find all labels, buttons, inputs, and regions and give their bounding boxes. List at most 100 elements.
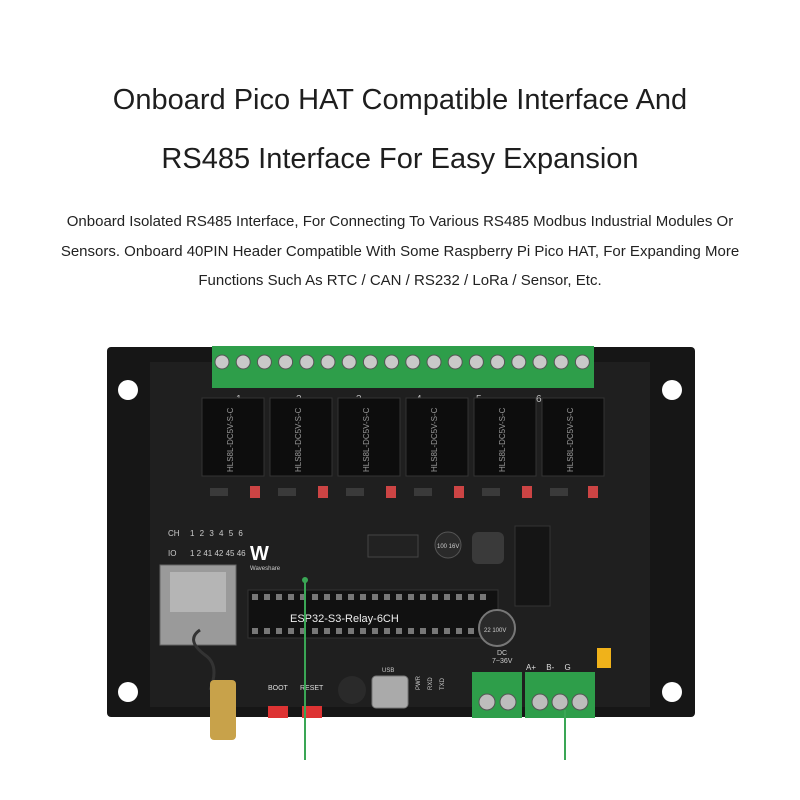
reset-button[interactable] (302, 706, 322, 718)
header-pin (276, 594, 282, 600)
header-pin (480, 594, 486, 600)
header-pin (288, 594, 294, 600)
buzzer (338, 676, 366, 704)
header-pin (300, 628, 306, 634)
dc-screw-1 (478, 693, 496, 711)
header-pin (408, 628, 414, 634)
smd-components (210, 486, 598, 498)
header-pin (276, 628, 282, 634)
terminal-screw (214, 354, 230, 370)
terminal-screw (405, 354, 421, 370)
header-pin (408, 594, 414, 600)
terminal-screw (341, 354, 357, 370)
description-line-1: Onboard Isolated RS485 Interface, For Co… (66, 213, 734, 230)
terminal-screw (447, 354, 463, 370)
header-pin (288, 628, 294, 634)
ch-numbers: 1 2 3 4 5 6 (190, 529, 243, 538)
reset-label: RESET (300, 685, 324, 692)
header-pin (456, 594, 462, 600)
header-pin (264, 628, 270, 634)
header-pin (468, 594, 474, 600)
header-pin (420, 594, 426, 600)
usb-label: USB (382, 668, 394, 674)
relay-6 (541, 397, 605, 477)
header-pin (372, 628, 378, 634)
terminal-screw (235, 354, 251, 370)
header-pin (360, 594, 366, 600)
page-title-line-2: RS485 Interface For Easy Expansion (161, 143, 639, 175)
relay-5 (473, 397, 537, 477)
callout-dot-header (302, 577, 308, 583)
header-pin (420, 628, 426, 634)
relay-number-6: 6 (536, 394, 542, 405)
dc-label: DC (497, 650, 507, 657)
header-pin (468, 628, 474, 634)
led-label-rxd: RXD (428, 677, 434, 690)
boot-label: BOOT (268, 685, 289, 692)
rs485-pin-labels: A+ B- G (526, 663, 571, 672)
mount-hole-br (662, 682, 682, 702)
boot-button[interactable] (268, 706, 288, 718)
header-pin (252, 628, 258, 634)
waveshare-logo-icon: W (250, 543, 269, 565)
terminal-screw (468, 354, 484, 370)
relay-terminal-block (212, 346, 594, 388)
description-line-3: Functions Such As RTC / CAN / RS232 / Lo… (198, 272, 602, 289)
terminal-screw (278, 354, 294, 370)
mount-hole-tr (662, 380, 682, 400)
antenna-cable (192, 628, 216, 691)
header-pin (312, 594, 318, 600)
header-pin (324, 628, 330, 634)
header-pin (252, 594, 258, 600)
usb-c-port[interactable] (371, 675, 409, 709)
sma-antenna-connector (210, 680, 236, 740)
header-pin (384, 594, 390, 600)
header-pin (432, 594, 438, 600)
relay-label-1: HLS8L-DC5V-S-C (226, 407, 235, 472)
header-pin (444, 628, 450, 634)
inductor (472, 532, 504, 564)
relay-label-4: HLS8L-DC5V-S-C (430, 407, 439, 472)
header-pin (324, 594, 330, 600)
relay-3 (337, 397, 401, 477)
header-pin (444, 594, 450, 600)
terminal-screw (532, 354, 548, 370)
header-pin (348, 628, 354, 634)
mount-hole-tl (118, 380, 138, 400)
capacitor-1 (434, 531, 462, 559)
capacitor-1-label: 100 16V (437, 544, 459, 550)
page-title-line-1: Onboard Pico HAT Compatible Interface An… (112, 84, 688, 116)
terminal-screw (511, 354, 527, 370)
header-pin (372, 594, 378, 600)
terminal-screw (574, 354, 590, 370)
header-pin (312, 628, 318, 634)
terminal-screw (320, 354, 336, 370)
relay-label-2: HLS8L-DC5V-S-C (294, 407, 303, 472)
dc-range-label: 7~36V (492, 658, 513, 665)
header-pin (432, 628, 438, 634)
rs485-screw-2 (551, 693, 569, 711)
terminal-screw (384, 354, 400, 370)
rs485-screw-3 (571, 693, 589, 711)
terminal-screw (426, 354, 442, 370)
header-pin (348, 594, 354, 600)
dc-screw-2 (499, 693, 517, 711)
relay-2 (269, 397, 333, 477)
relay-label-6: HLS8L-DC5V-S-C (566, 407, 575, 472)
header-pin (300, 594, 306, 600)
dc-terminal-block (472, 672, 522, 718)
board-name: ESP32-S3-Relay-6CH (290, 613, 399, 625)
description-line-2: Sensors. Onboard 40PIN Header Compatible… (60, 243, 740, 260)
terminal-screw (553, 354, 569, 370)
mount-hole-bl (118, 682, 138, 702)
terminal-screws (214, 354, 590, 370)
isolator-ic (514, 525, 551, 607)
relay-1 (201, 397, 265, 477)
header-pin (456, 628, 462, 634)
terminal-screw (362, 354, 378, 370)
terminal-screw (490, 354, 506, 370)
jumper (597, 648, 611, 668)
esp32-shield (170, 572, 226, 612)
header-pin (384, 628, 390, 634)
